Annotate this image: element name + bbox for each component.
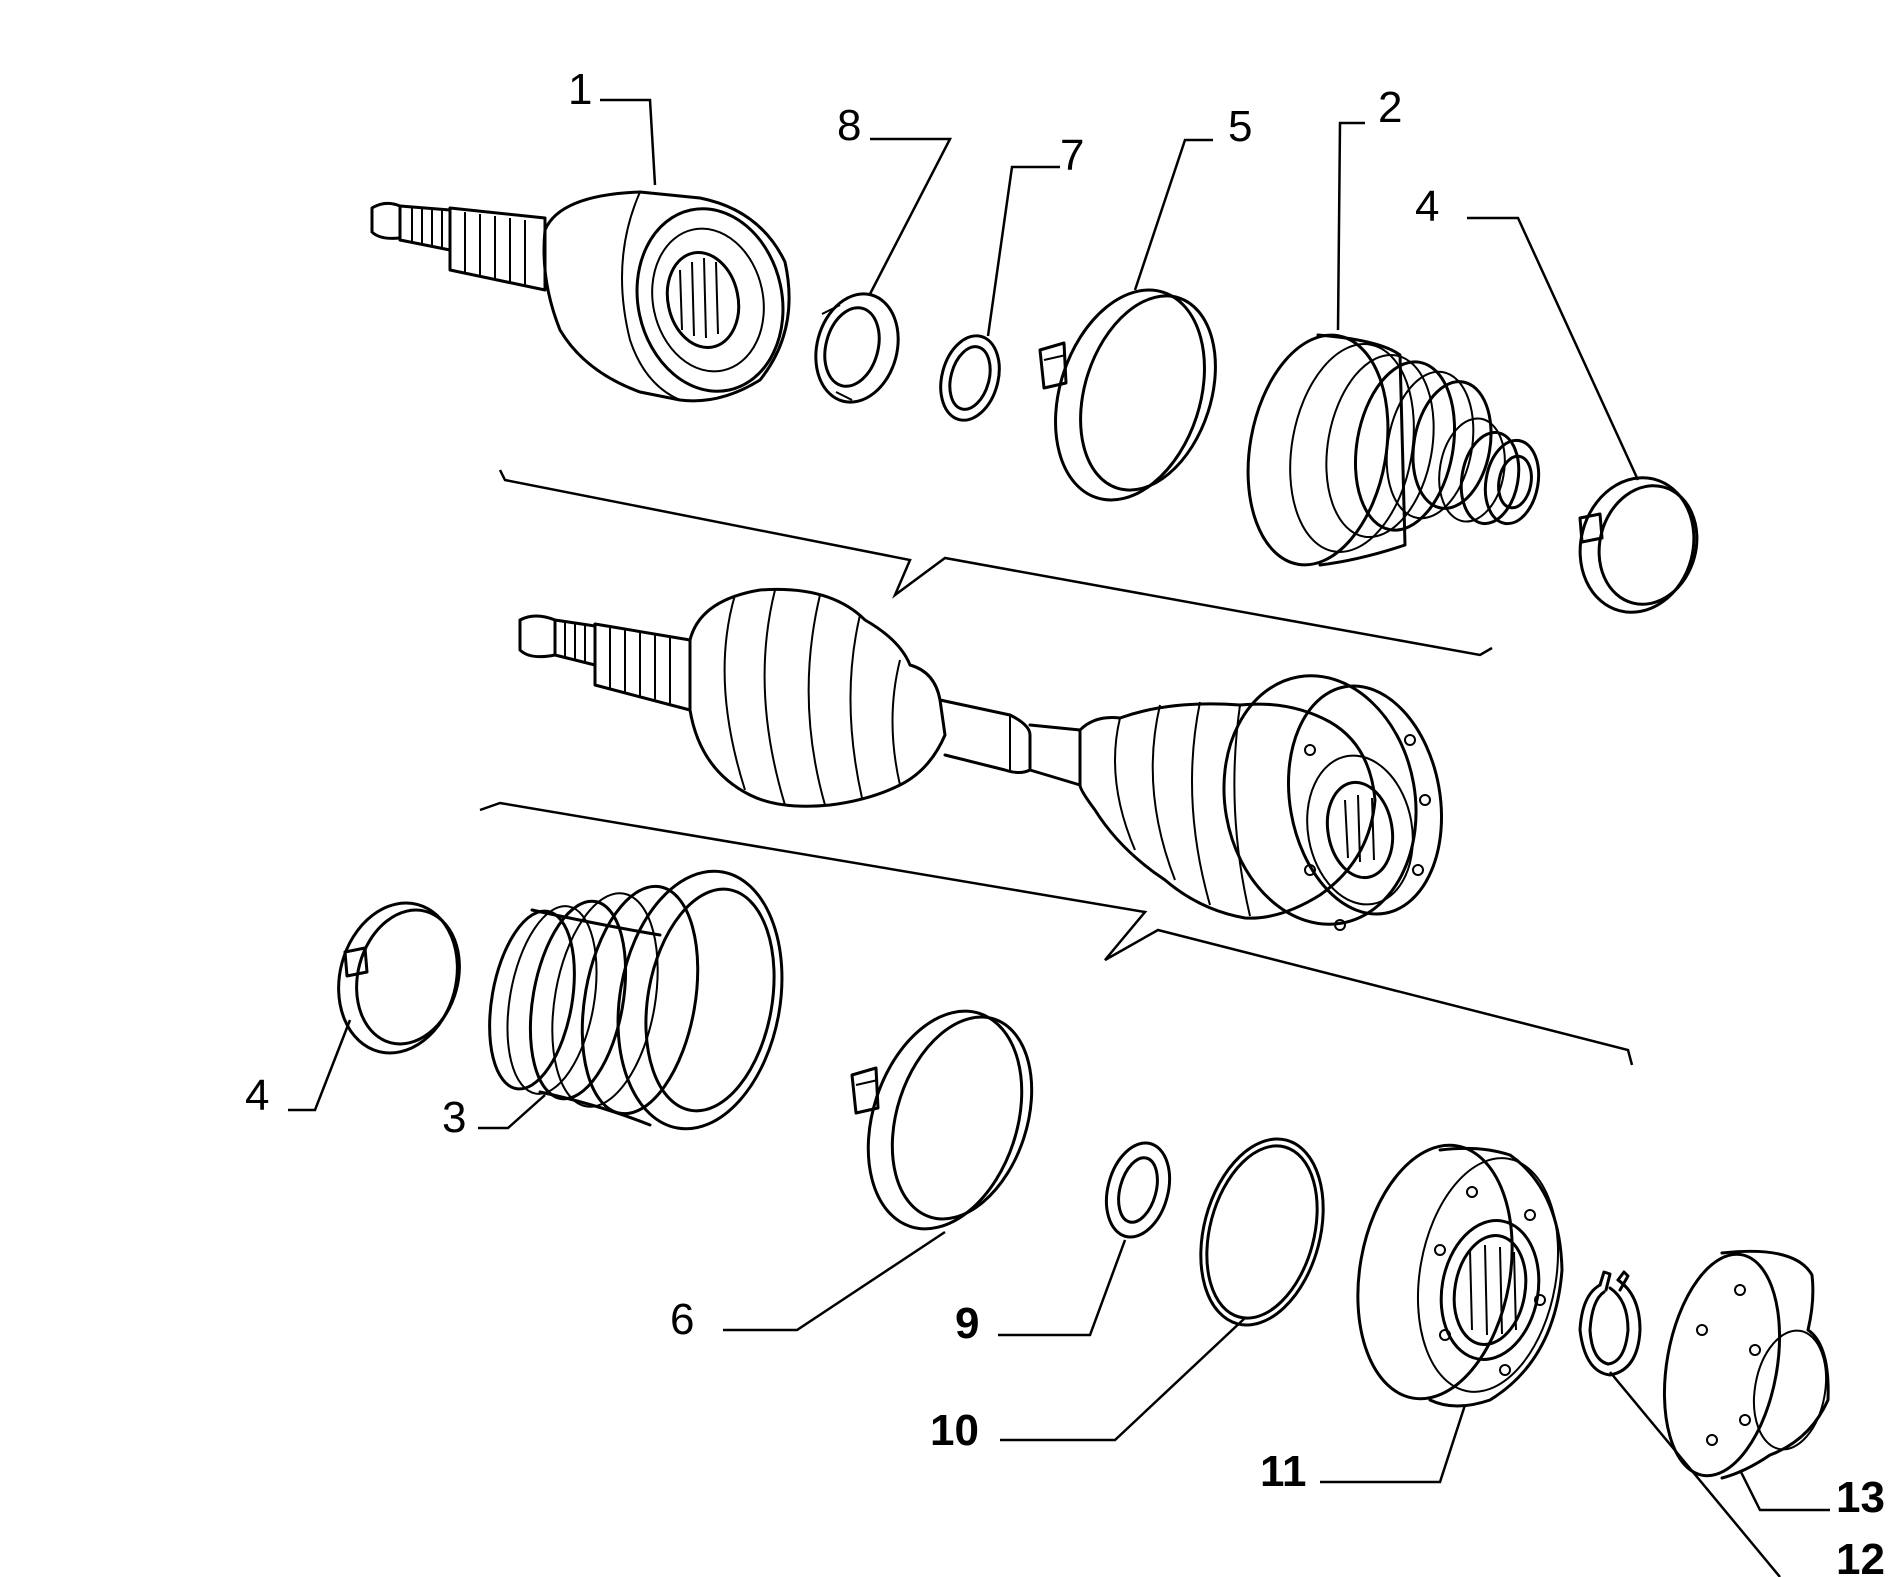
bracket-lower — [479, 801, 1634, 1066]
callout-9: 9 — [955, 1299, 979, 1348]
part-2-outer-boot — [1246, 333, 1541, 567]
callout-3: 3 — [442, 1093, 466, 1142]
callout-10: 10 — [930, 1406, 979, 1455]
callout-12: 12 — [1836, 1535, 1885, 1577]
part-11-tripod-housing — [1356, 1143, 1564, 1408]
callout-4-bottom: 4 — [245, 1071, 269, 1120]
part-9-washer — [1104, 1141, 1172, 1239]
assembled-driveshaft — [518, 587, 1444, 931]
part-10-gasket — [1199, 1137, 1325, 1327]
part-5-band-clamp — [1038, 288, 1217, 502]
callout-5: 5 — [1228, 102, 1252, 151]
part-4-clamp-bottom — [337, 901, 461, 1055]
part-6-band-clamp — [850, 1009, 1034, 1231]
callout-1: 1 — [568, 65, 592, 114]
bracket-upper — [498, 469, 1493, 657]
callout-6: 6 — [670, 1295, 694, 1344]
callout-11: 11 — [1260, 1447, 1307, 1496]
callout-4-top: 4 — [1415, 182, 1439, 231]
callout-13: 13 — [1836, 1473, 1885, 1522]
part-3-inner-boot — [488, 869, 784, 1131]
part-13-cover — [1662, 1249, 1830, 1480]
part-1-cv-joint — [370, 190, 791, 403]
part-12-snap-ring — [1578, 1270, 1642, 1377]
leader-lines — [288, 98, 1830, 1577]
callout-2: 2 — [1378, 83, 1402, 132]
part-7-washer — [939, 334, 1001, 422]
part-4-clamp-top — [1578, 476, 1699, 614]
part-8-bushing — [814, 292, 900, 404]
callout-8: 8 — [837, 101, 861, 150]
callout-7: 7 — [1060, 131, 1084, 180]
